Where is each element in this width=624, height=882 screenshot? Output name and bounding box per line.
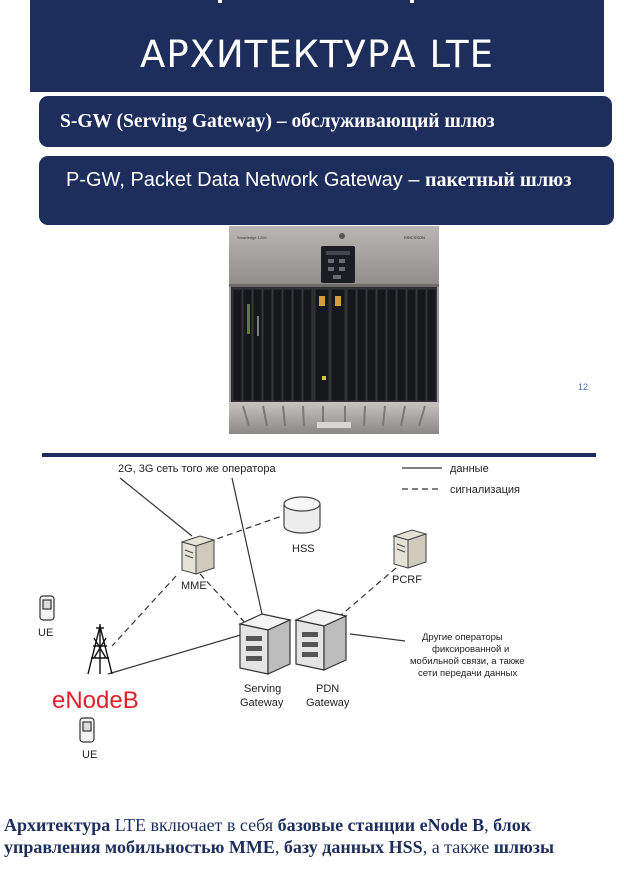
lte-architecture-diagram: данные сигнализация 2G, 3G сеть того же …: [38, 463, 525, 761]
caption-text-1: LTE включает в себя: [110, 815, 278, 835]
top-accent-lines: [30, 0, 604, 3]
ue-phone-icon-bottom: [79, 717, 95, 743]
mme-server-icon: [180, 535, 216, 575]
caption-paragraph: Архитектура LTE включает в себя базовые …: [4, 814, 620, 858]
caption-term-gateways: шлюзы: [493, 837, 555, 857]
pgw-pill-text: P-GW, Packet Data Network Gateway – паке…: [66, 167, 606, 192]
pdn-label-2: Gateway: [306, 697, 350, 709]
serving-gateway-icon: [238, 613, 292, 675]
enodeb-tower-icon: [87, 624, 113, 675]
link-pcrf-pdn: [339, 567, 397, 617]
sgw-pill: S-GW (Serving Gateway) – обслуживающий ш…: [39, 96, 612, 147]
section-divider: [42, 453, 596, 457]
link-pdn-to-others: [349, 633, 406, 642]
caption-term-architecture: Архитектура: [4, 815, 111, 835]
link-enodeb-to-sgw: [107, 633, 245, 675]
gateway-equipment-photo: Smartedge 1200 ERICSSON: [229, 226, 439, 434]
link-mme-to-2g: [119, 477, 193, 537]
other-operators-line4: сети передачи данных: [418, 668, 517, 679]
caption-text-2: ,: [484, 815, 494, 835]
legend-data-label: данные: [450, 463, 489, 475]
other-operators-line3: мобильной связи, а также: [410, 656, 525, 667]
caption-term-mme: блок управления мобильностью MME: [4, 815, 532, 857]
top-note-label: 2G, 3G сеть того же оператора: [118, 463, 276, 475]
pdn-label-1: PDN: [316, 683, 339, 695]
hss-database-icon: [283, 496, 321, 534]
link-mme-sgw: [199, 573, 249, 627]
ue-label-bottom: UE: [82, 749, 97, 761]
ue-phone-icon-top: [39, 595, 55, 621]
caption-text-3: ,: [274, 837, 284, 857]
slide-title: АРХИТЕКТУРА LTE: [140, 33, 494, 76]
pgw-pill-text-regular: P-GW, Packet Data Network Gateway –: [66, 169, 426, 191]
svg-text:Smartedge 1200: Smartedge 1200: [237, 235, 267, 240]
caption-term-hss: базу данных HSS: [283, 837, 423, 857]
hss-label: HSS: [292, 543, 315, 555]
caption-term-enodeb: базовые станции eNode B: [277, 815, 485, 835]
sgw-label-2: Gateway: [240, 697, 284, 709]
sgw-label-1: Serving: [244, 683, 281, 695]
pgw-pill-text-bold: пакетный шлюз: [425, 169, 572, 191]
link-mme-hss: [207, 515, 283, 543]
sgw-pill-text: S-GW (Serving Gateway) – обслуживающий ш…: [60, 110, 495, 132]
other-operators-line2: фиксированной и: [432, 644, 509, 655]
pdn-gateway-icon: [294, 609, 348, 671]
page-number: 12: [578, 382, 589, 392]
brand-label: ERICSSON: [404, 235, 425, 240]
pcrf-server-icon: [392, 529, 428, 569]
link-mme-enodeb: [111, 575, 177, 647]
caption-text-4: , а также: [422, 837, 494, 857]
enodeb-label: eNodeB: [52, 687, 139, 714]
pcrf-label: PCRF: [392, 574, 422, 586]
mme-label: MME: [181, 580, 207, 592]
ue-label-top: UE: [38, 627, 53, 639]
legend-signal-label: сигнализация: [450, 484, 520, 496]
title-banner: АРХИТЕКТУРА LTE: [30, 3, 604, 92]
link-top-to-sgw: [231, 477, 263, 615]
other-operators-line1: Другие операторы: [422, 632, 503, 643]
pgw-pill: P-GW, Packet Data Network Gateway – паке…: [39, 156, 614, 225]
